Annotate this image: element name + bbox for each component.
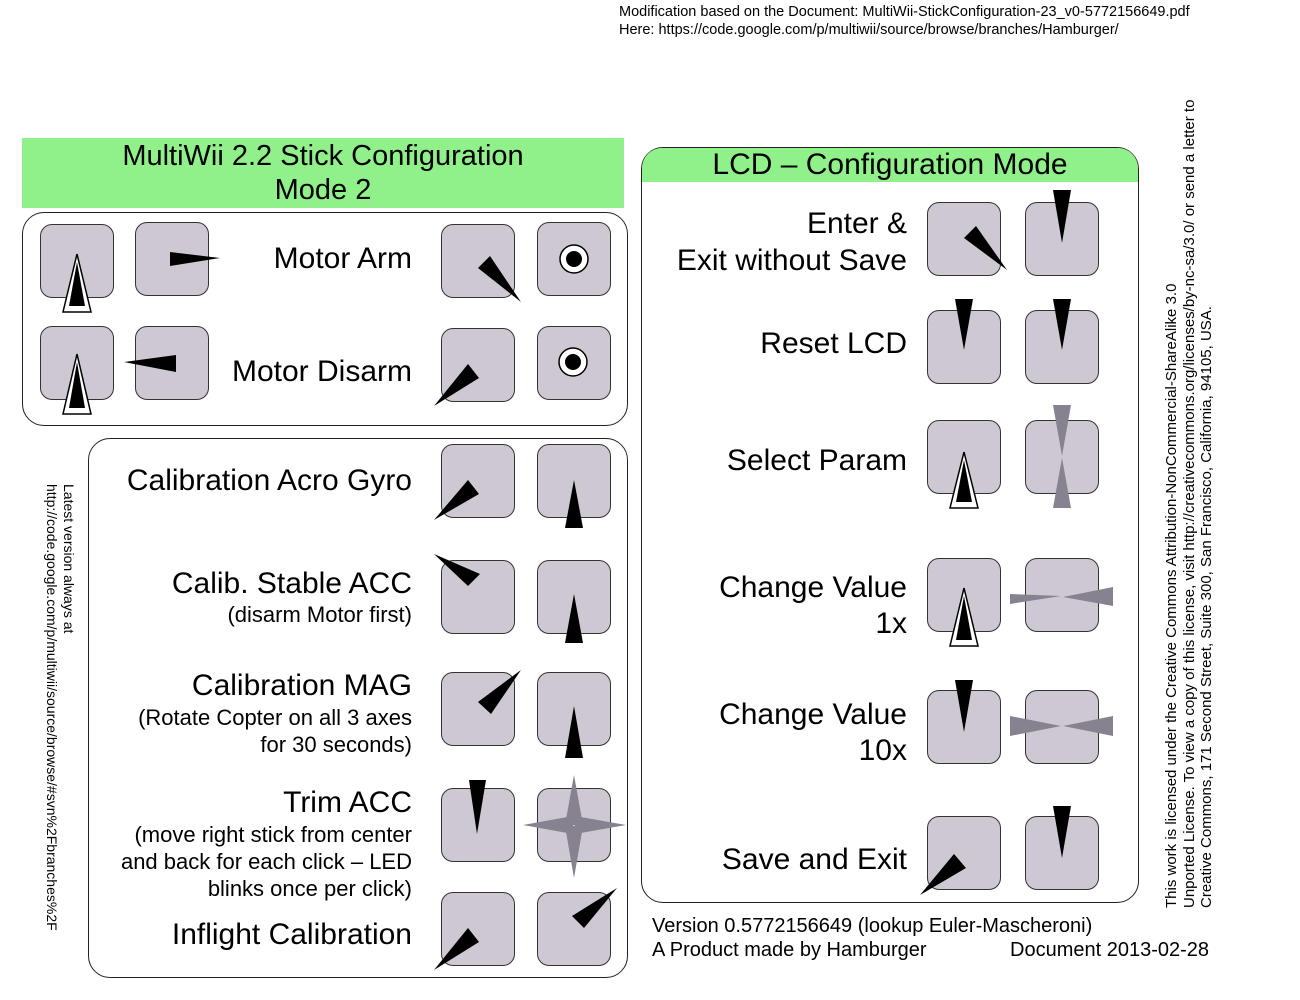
- license-line: This work is licensed under the Creative…: [1163, 283, 1180, 908]
- stick-pad: [927, 202, 1001, 276]
- header-url-line: Here: https://code.google.com/p/multiwii…: [619, 22, 1119, 38]
- up-down-arrows-icon: [1053, 405, 1071, 456]
- header-source-line: Modification based on the Document: Mult…: [619, 4, 1190, 20]
- product-text: A Product made by Hamburger: [652, 939, 927, 961]
- left-right-arrows-icon: [1010, 716, 1061, 736]
- stick-pad: [441, 672, 515, 746]
- motor-section: [22, 212, 628, 426]
- change-value-10x-multiplier: 10x: [858, 734, 907, 767]
- stick-pad: [441, 560, 515, 634]
- trim-acc-label: Trim ACC: [283, 786, 412, 819]
- arrow-down-left-icon: [434, 928, 479, 970]
- save-exit-label: Save and Exit: [721, 843, 907, 876]
- arrow-up-left-icon: [434, 554, 480, 586]
- arrow-up-icon: [1053, 299, 1071, 350]
- cross-arrows-icon: [575, 816, 626, 834]
- arrow-left-icon: [124, 355, 176, 372]
- trim-acc-note: blinks once per click): [207, 876, 412, 901]
- cross-arrows-icon: [523, 816, 573, 834]
- left-right-arrows-icon: [1063, 716, 1113, 736]
- motor-arm-label: Motor Arm: [273, 242, 412, 275]
- cross-arrows-icon: [565, 826, 583, 878]
- change-value-1x-label: Change Value: [719, 571, 907, 604]
- license-note: This work is licensed under the Creative…: [1163, 100, 1216, 908]
- trim-acc-note: (move right stick from center: [134, 822, 412, 847]
- arrow-up-icon: [69, 262, 85, 306]
- inflight-calibration-label: Inflight Calibration: [171, 918, 412, 951]
- left-title-line2: Mode 2: [274, 174, 372, 206]
- arrow-up-icon: [955, 680, 973, 732]
- enter-exit-label: Exit without Save: [676, 244, 907, 277]
- cross-arrows-icon: [565, 775, 583, 825]
- arrow-right-icon: [170, 252, 220, 266]
- arrow-up-right-icon: [478, 670, 521, 714]
- up-down-arrows-icon: [1053, 458, 1071, 508]
- left-title-line1: MultiWii 2.2 Stick Configuration: [122, 140, 524, 172]
- version-text: Version 0.5772156649 (lookup Euler-Masch…: [652, 915, 1093, 937]
- change-value-10x-label: Change Value: [719, 698, 907, 731]
- lcd-title-banner: LCD – Configuration Mode: [642, 148, 1138, 182]
- calib-stable-acc-note: (disarm Motor first): [227, 602, 412, 627]
- arrow-up-icon: [1053, 190, 1071, 243]
- arrow-up-icon: [956, 460, 972, 502]
- arrow-down-left-icon: [920, 854, 966, 895]
- change-value-1x-multiplier: 1x: [875, 607, 907, 640]
- arrow-down-left-icon: [434, 480, 479, 520]
- select-param-label: Select Param: [726, 444, 907, 477]
- side-note-url: http://code.google.com/p/multiwii/source…: [44, 484, 60, 931]
- arrow-up-icon: [955, 299, 973, 350]
- enter-exit-label: Enter &: [806, 207, 907, 240]
- arrow-down-left-icon: [434, 364, 479, 406]
- arrow-down-icon: [565, 594, 583, 643]
- arrow-up-icon: [1053, 806, 1071, 858]
- left-right-arrows-icon: [1063, 587, 1113, 606]
- motor-disarm-label: Motor Disarm: [231, 355, 412, 388]
- calibration-mag-note: (Rotate Copter on all 3 axes: [138, 705, 412, 730]
- target-dot-icon: [565, 354, 581, 370]
- left-right-arrows-icon: [1010, 594, 1061, 604]
- license-line: Unported License. To view a copy of this…: [1180, 99, 1198, 908]
- arrow-down-icon: [565, 706, 583, 758]
- arrow-down-icon: [565, 480, 583, 528]
- target-dot-icon: [566, 251, 582, 267]
- left-title-banner: MultiWii 2.2 Stick Configuration Mode 2: [22, 138, 624, 208]
- document-date-text: Document 2013-02-28: [1010, 939, 1210, 961]
- arrow-up-icon: [956, 596, 972, 640]
- lcd-title: LCD – Configuration Mode: [712, 148, 1068, 181]
- calibration-mag-note: for 30 seconds): [260, 732, 412, 757]
- side-note-line: Latest version always at: [61, 484, 77, 634]
- arrow-down-right-icon: [964, 226, 1007, 270]
- reset-lcd-label: Reset LCD: [760, 327, 907, 360]
- calibration-acro-gyro-label: Calibration Acro Gyro: [126, 464, 412, 497]
- calib-stable-acc-label: Calib. Stable ACC: [171, 567, 412, 600]
- arrow-up-icon: [469, 780, 486, 834]
- side-note: Latest version always at http://code.goo…: [43, 484, 77, 931]
- trim-acc-note: and back for each click – LED: [120, 849, 412, 874]
- calibration-mag-label: Calibration MAG: [191, 669, 412, 702]
- license-line: Creative Commons, 171 Second Street, Sui…: [1198, 306, 1215, 908]
- arrow-up-icon: [69, 362, 85, 408]
- arrow-down-right-icon: [478, 256, 521, 302]
- arrow-up-right-icon: [572, 888, 617, 928]
